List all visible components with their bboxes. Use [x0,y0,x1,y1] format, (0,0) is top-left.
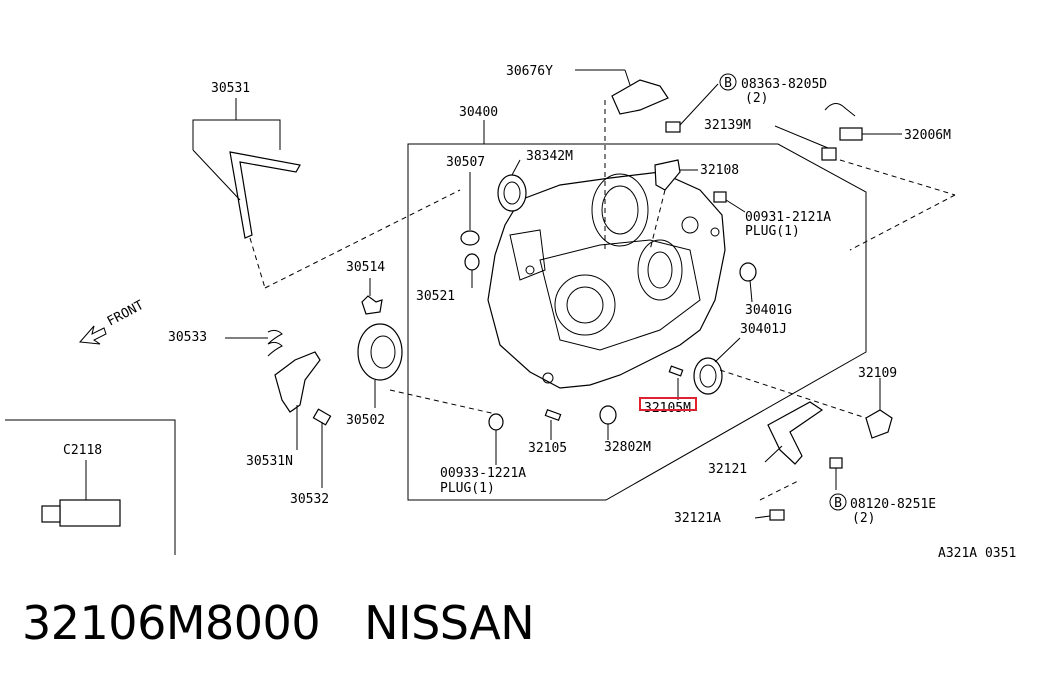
label-30532: 30532 [290,492,329,507]
plug-00931 [713,191,746,213]
label-30533: 30533 [168,330,207,345]
plug-00933 [488,413,504,465]
seal-30401G [739,262,757,303]
label-30531: 30531 [211,81,250,96]
label-30514: 30514 [346,260,385,275]
bracket-32121 [754,401,843,521]
label-C2118: C2118 [63,443,102,458]
label-32121A: 32121A [674,511,721,526]
seal-38342M [497,159,527,212]
highlight-32105M [639,397,697,411]
seal-30401J [693,337,741,395]
sensor-32006M [774,103,956,251]
case-frame [407,120,867,501]
part-32109 [719,369,893,439]
cover-30676Y [575,69,719,250]
plug-32802M [599,405,617,440]
label-30401G: 30401G [745,303,792,318]
breather-32108 [649,159,698,251]
label-32108: 32108 [700,163,739,178]
bolt-mark-08363: B [719,73,737,91]
label-32006M: 32006M [904,128,951,143]
label-00933: 00933-1221A [440,466,526,481]
pin-32105M [668,365,684,400]
label-30507: 30507 [446,155,485,170]
inset-c2118 [5,419,176,555]
label-32105: 32105 [528,441,567,456]
label-30521: 30521 [416,289,455,304]
label-32109: 32109 [858,366,897,381]
label-38342M: 38342M [526,149,573,164]
label-00931: 00931-2121A [745,210,831,225]
label-32139M: 32139M [704,118,751,133]
label-30401J: 30401J [740,322,787,337]
label-32105M: 32105M [644,401,691,416]
transmission-case [487,171,726,389]
brand-name: NISSAN [364,596,535,650]
plug-30507 [460,172,480,246]
svg-text:B: B [834,496,842,511]
label-08363-qty: (2) [745,91,768,106]
shift-fork-30531N [225,329,332,488]
label-30676Y: 30676Y [506,64,553,79]
release-bearing-30502 [357,278,501,416]
shift-lever-30531 [192,98,461,289]
label-00933-plug: PLUG(1) [440,481,495,496]
label-32121: 32121 [708,462,747,477]
pin-32105 [544,409,562,440]
diagram-reference: A321A 0351 [938,546,1016,561]
label-30531N: 30531N [246,454,293,469]
svg-text:FRONT: FRONT [105,298,147,330]
bolt-mark-08120: B [829,493,847,511]
svg-text:B: B [724,76,732,91]
label-08120: 08120-8251E [850,497,936,512]
label-32802M: 32802M [604,440,651,455]
cap-30521 [464,253,480,288]
part-number: 32106M8000 [22,596,321,650]
label-08120-qty: (2) [852,511,875,526]
label-30400: 30400 [459,105,498,120]
label-08363: 08363-8205D [741,77,827,92]
front-arrow: FRONT [78,298,147,345]
part-caption: 32106M8000 NISSAN [22,596,535,666]
parts-diagram: B B FRONT 30531 30676Y 08363-8205D (2) 3… [5,64,1016,561]
label-00931-plug: PLUG(1) [745,224,800,239]
label-30502: 30502 [346,413,385,428]
